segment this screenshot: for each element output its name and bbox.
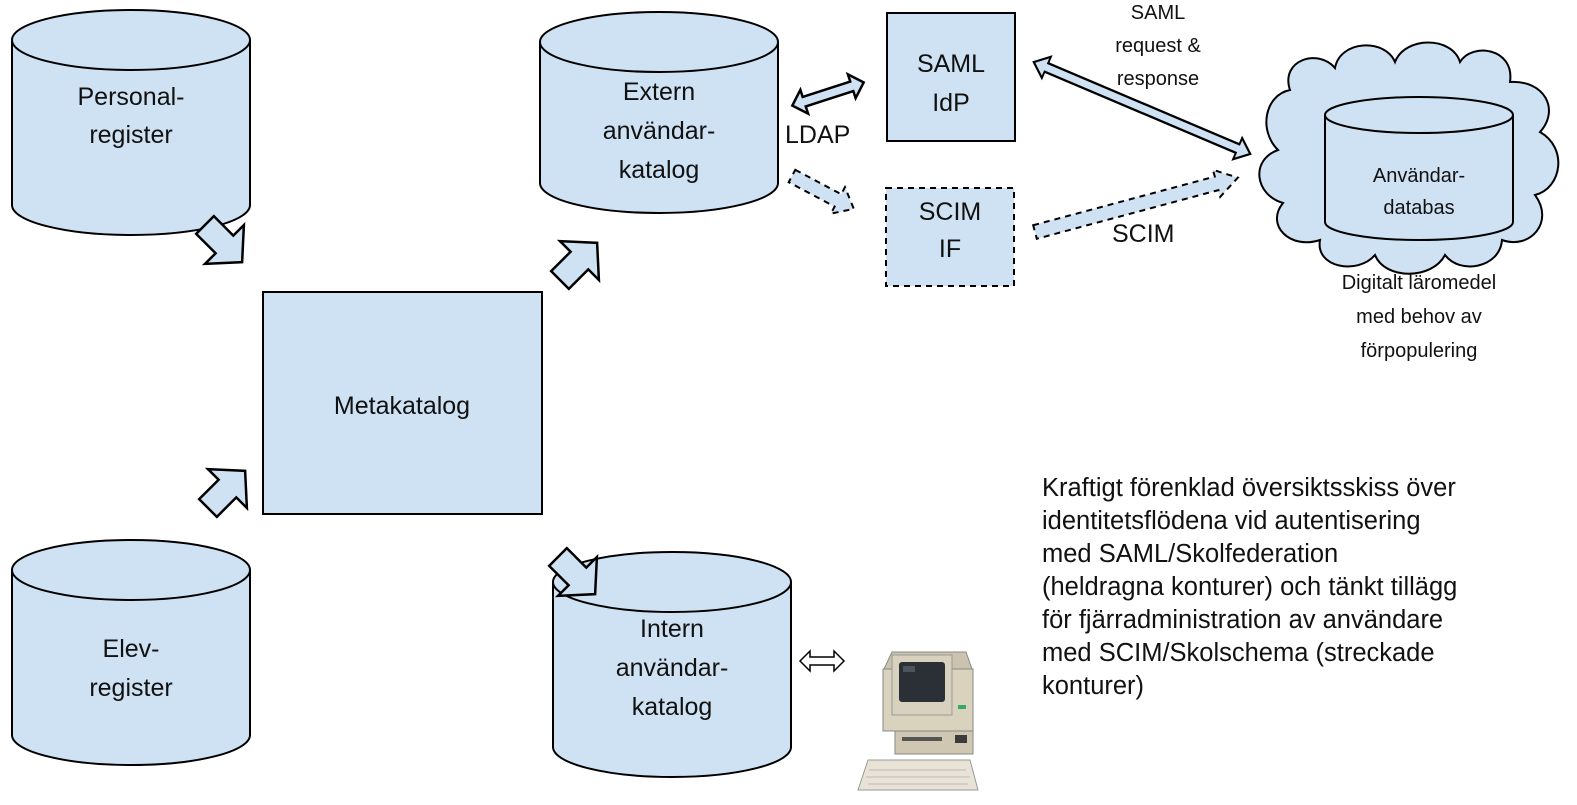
arrow-meta-to-intern: [547, 546, 599, 598]
elevregister-label-1: Elev-: [103, 635, 160, 663]
personalregister-label-1: Personal-: [78, 83, 185, 111]
scim-arrow: [1031, 168, 1240, 240]
cloud-caption-2: med behov av: [1356, 306, 1482, 328]
extern-label-3: katalog: [619, 156, 700, 184]
scim-label: SCIM: [1112, 220, 1175, 248]
metakatalog-box: Metakatalog: [262, 291, 543, 515]
saml-idp-box: SAML IdP: [886, 12, 1016, 142]
metakatalog-label: Metakatalog: [334, 392, 470, 420]
diagram-caption: Kraftigt förenklad översiktsskiss över i…: [1042, 474, 1458, 700]
scim-if-label-1: SCIM: [919, 198, 982, 226]
scim-if-label-2: IF: [939, 235, 961, 263]
computer-terminal-icon: [857, 651, 979, 791]
extern-anvandarkatalog-db: Extern användar- katalog: [539, 11, 779, 214]
personalregister-db: Personal- register: [11, 9, 251, 236]
anvandardatabas-label-2: databas: [1383, 197, 1454, 219]
scim-if-box: SCIM IF: [885, 187, 1015, 287]
arrow-meta-to-extern: [549, 239, 601, 291]
anvandardatabas-db: Användar- databas: [1324, 96, 1514, 241]
intern-label-3: katalog: [632, 693, 713, 721]
cloud-caption-3: förpopulering: [1361, 340, 1478, 362]
cloud-caption-1: Digitalt läromedel: [1342, 272, 1497, 294]
elevregister-label-2: register: [89, 674, 172, 702]
saml-flow-label-2: request &: [1115, 35, 1201, 57]
saml-request-response-arrow: [1032, 55, 1252, 161]
saml-flow-label-3: response: [1117, 68, 1199, 90]
ldap-label: LDAP: [785, 121, 850, 149]
extern-label-1: Extern: [623, 78, 695, 106]
anvandardatabas-label-1: Användar-: [1373, 165, 1465, 187]
saml-idp-label-2: IdP: [932, 89, 970, 117]
intern-label-2: användar-: [616, 654, 729, 682]
saml-idp-label-1: SAML: [917, 50, 985, 78]
arrow-personal-to-meta: [194, 214, 246, 266]
elevregister-db: Elev- register: [11, 539, 251, 766]
arrow-extern-to-scim: [787, 168, 856, 216]
saml-flow-label-1: SAML: [1131, 2, 1185, 24]
intern-computer-double-arrow: [798, 649, 846, 673]
intern-label-1: Intern: [640, 615, 704, 643]
extern-label-2: användar-: [603, 117, 716, 145]
personalregister-label-2: register: [89, 121, 172, 149]
intern-anvandarkatalog-db: Intern användar- katalog: [552, 551, 792, 778]
ldap-double-arrow: [790, 71, 866, 117]
arrow-elev-to-meta: [197, 467, 249, 519]
